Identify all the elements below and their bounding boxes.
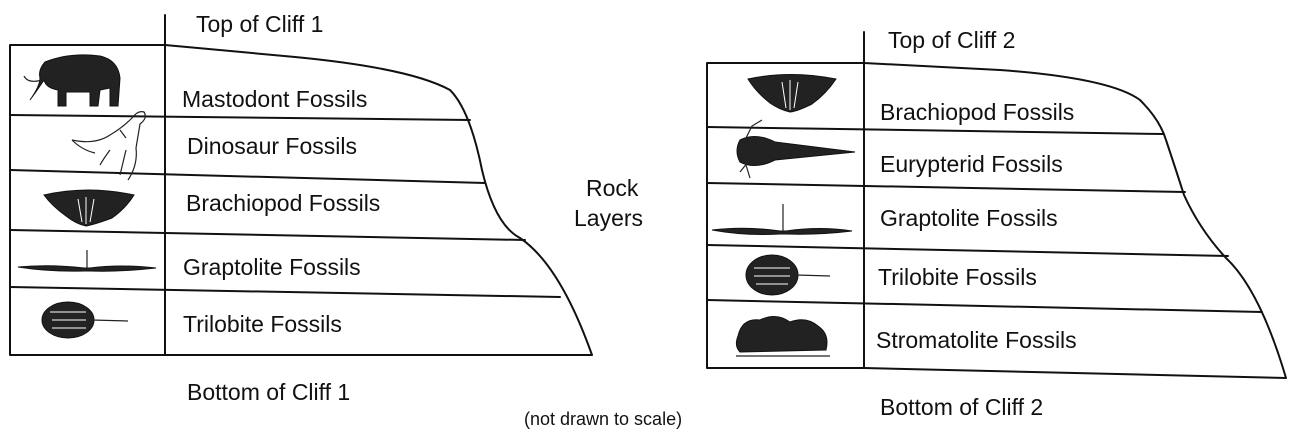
- trilobite-icon: [41, 301, 129, 339]
- cliff-1-layer-label: Brachiopod Fossils: [186, 190, 380, 216]
- cliff-1-boundary-3: [9, 229, 526, 241]
- scale-note: (not drawn to scale): [524, 409, 682, 429]
- cliff-1-layer-label: Graptolite Fossils: [183, 254, 361, 280]
- graptolite-icon: [17, 250, 157, 272]
- cliff-2-outline: [863, 62, 1287, 379]
- dinosaur-icon: [71, 111, 146, 181]
- cliff-2-boundary-3: [706, 244, 1229, 257]
- cliff-2-boundary-2: [706, 182, 1186, 193]
- cliff-2-layer-label: Stromatolite Fossils: [876, 327, 1077, 353]
- cliff-1-layer-label: Trilobite Fossils: [183, 311, 342, 337]
- cliff-1: Top of Cliff 1 Mastodont Fossils Dinosau…: [9, 11, 593, 405]
- cliff-1-boundary-4: [9, 286, 561, 298]
- cliff-1-top-label: Top of Cliff 1: [196, 11, 323, 37]
- rock-layers-label-line-1: Rock: [586, 175, 639, 201]
- graptolite-icon: [711, 204, 853, 235]
- trilobite-icon: [745, 254, 831, 296]
- stromatolite-icon: [735, 316, 830, 357]
- cliff-1-outline: [164, 44, 593, 356]
- cliff-1-boundary-2: [9, 169, 486, 184]
- cliff-1-layer-label: Dinosaur Fossils: [187, 133, 357, 159]
- cliff-2-top-label: Top of Cliff 2: [888, 27, 1015, 53]
- cliff-2-bottom-label: Bottom of Cliff 2: [880, 394, 1043, 420]
- center-labels: Rock Layers (not drawn to scale): [524, 175, 682, 429]
- cliff-2-layer-label: Eurypterid Fossils: [880, 151, 1063, 177]
- cliff-2-fossil-column: [706, 62, 865, 369]
- cliff-2-boundary-1: [706, 126, 1164, 135]
- cliff-1-boundary-1: [9, 114, 471, 121]
- cliff-2-layer-label: Brachiopod Fossils: [880, 99, 1074, 125]
- cliff-1-fossil-column: [9, 44, 166, 356]
- cliff-1-layer-label: Mastodont Fossils: [182, 86, 367, 112]
- cliff-2: Top of Cliff 2 Brachiopod Fossils Eurypt…: [706, 27, 1287, 420]
- cliff-1-bottom-label: Bottom of Cliff 1: [187, 379, 350, 405]
- eurypterid-icon: [736, 119, 856, 179]
- cliff-2-layer-label: Graptolite Fossils: [880, 205, 1058, 231]
- cliff-2-layer-label: Trilobite Fossils: [878, 264, 1037, 290]
- mastodont-icon: [23, 54, 121, 107]
- brachiopod-icon: [747, 74, 837, 113]
- rock-layers-label-line-2: Layers: [574, 205, 643, 231]
- brachiopod-icon: [43, 189, 135, 227]
- cliff-2-boundary-4: [706, 299, 1263, 313]
